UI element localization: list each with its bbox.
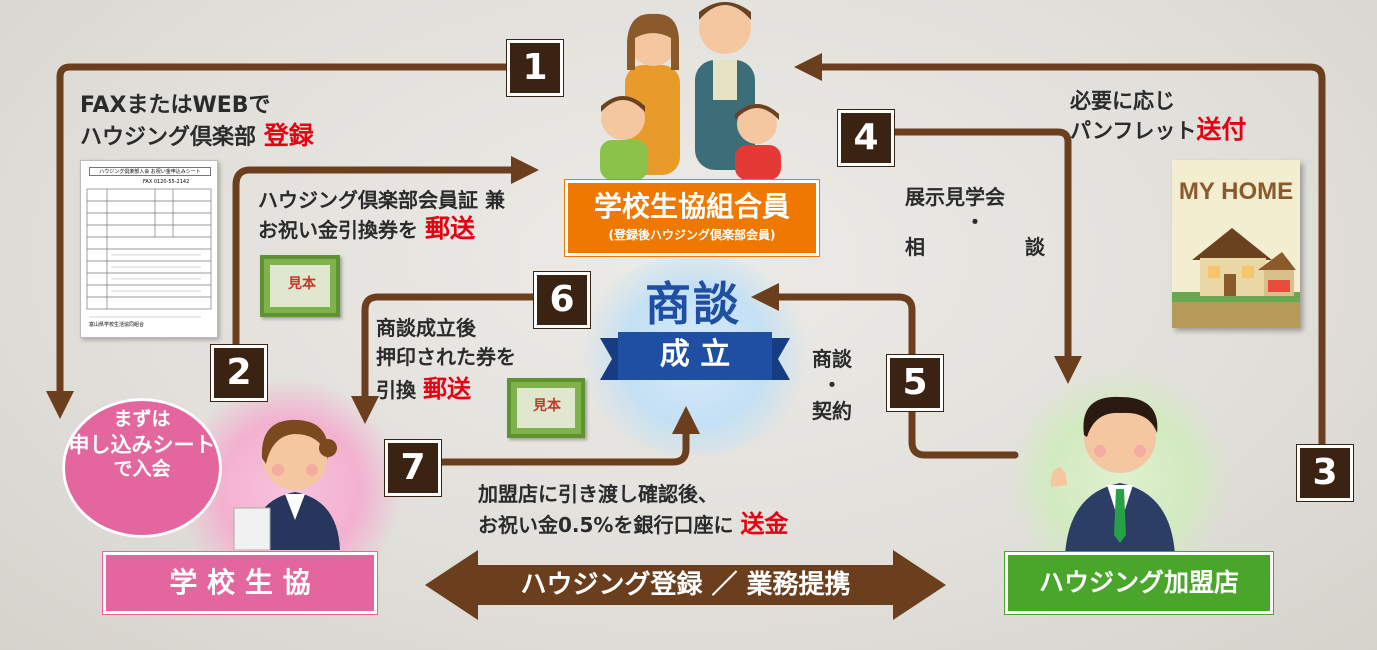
step-1-text: FAXまたはWEBで ハウジング倶楽部 登録 xyxy=(80,92,314,151)
certificate-stamp-2: 見本 xyxy=(533,398,561,414)
step-3-emph: 送付 xyxy=(1196,115,1247,145)
step-3-badge: 3 xyxy=(1297,445,1353,501)
coop-staff-illustration xyxy=(233,419,340,550)
arrow-step-2 xyxy=(232,156,539,349)
step-4-dot: ・ xyxy=(965,210,985,234)
form-header: ハウジング倶楽部入会 お祝い金申込みシート xyxy=(89,167,211,176)
deal-title: 商談 xyxy=(645,277,741,331)
deal-ribbon-label: 成 立 xyxy=(659,337,731,372)
member-title: 学校生協組合員 xyxy=(593,190,790,223)
arrow-step-1 xyxy=(46,63,509,419)
step-3-line2: パンフレット xyxy=(1070,119,1197,144)
deal-ribbon xyxy=(600,332,790,380)
step-5-text: 商談 ・ 契約 xyxy=(812,346,852,424)
arrow-step-4 xyxy=(886,128,1082,384)
step-5-dot: ・ xyxy=(822,373,842,397)
step-6-line1: 商談成立後 xyxy=(376,316,476,340)
step-5-line1: 商談 xyxy=(812,347,852,371)
step-1-badge: 1 xyxy=(507,40,563,96)
form-fax: FAX 0120-55-2142 xyxy=(143,179,190,185)
coop-title: 学 校 生 協 xyxy=(169,566,311,599)
step-2-text: ハウジング倶楽部会員証 兼 お祝い金引換券を 郵送 xyxy=(258,188,505,244)
step-1-line2: ハウジング倶楽部 xyxy=(80,124,257,150)
partner-staff-illustration xyxy=(1050,396,1175,555)
coop-box: 学 校 生 協 xyxy=(103,552,377,614)
step-3-line1: 必要に応じ xyxy=(1070,89,1175,113)
step-4-line2a: 相 xyxy=(905,235,925,259)
family-illustration xyxy=(600,2,781,180)
step-4-text: 展示見学会 ・ 相 談 xyxy=(905,185,1045,260)
brochure-house-illustration xyxy=(1172,228,1300,328)
step-6-line2: 押印された券を xyxy=(376,345,516,369)
step-6-emph: 郵送 xyxy=(422,375,471,403)
join-badge xyxy=(62,398,222,538)
stamped-certificate: 見本 xyxy=(507,378,585,438)
step-1-emph: 登録 xyxy=(263,120,314,150)
step-7-badge: 7 xyxy=(385,440,441,496)
badge-line3: で入会 xyxy=(113,458,171,480)
step-5-badge: 5 xyxy=(887,355,943,411)
form-grid xyxy=(86,188,212,318)
step-3-text: 必要に応じ パンフレット送付 xyxy=(1070,88,1246,146)
member-box: 学校生協組合員 (登録後ハウジング倶楽部会員) xyxy=(565,180,819,256)
badge-line2: 申し込みシート xyxy=(68,432,216,457)
arrow-step-7 xyxy=(436,406,700,466)
form-footer: 富山県学校生活協同組合 xyxy=(89,322,145,328)
step-1-line1: FAXまたはWEBで xyxy=(80,93,271,118)
bottom-arrow-label: ハウジング登録 ／ 業務提携 xyxy=(520,570,851,600)
step-7-emph: 送金 xyxy=(740,510,789,538)
member-subtitle: (登録後ハウジング倶楽部会員) xyxy=(608,228,776,242)
badge-line1: まずは xyxy=(113,408,171,430)
brochure: MY HOME xyxy=(1172,160,1300,328)
step-2-line1: ハウジング倶楽部会員証 兼 xyxy=(258,188,505,212)
application-form-doc: ハウジング倶楽部入会 お祝い金申込みシート FAX 0120-55-2142 富… xyxy=(80,160,218,338)
step-6-badge: 6 xyxy=(534,272,590,328)
membership-certificate: 見本 xyxy=(260,255,340,317)
step-2-badge: 2 xyxy=(211,345,267,401)
step-5-line2: 契約 xyxy=(812,399,852,423)
step-6-text: 商談成立後 押印された券を 引換 郵送 xyxy=(376,314,516,407)
certificate-stamp: 見本 xyxy=(288,276,316,292)
arrow-step-6 xyxy=(351,293,549,424)
step-4-line2b: 談 xyxy=(1025,235,1045,259)
partner-box: ハウジング加盟店 xyxy=(1005,552,1273,614)
step-7-text: 加盟店に引き渡し確認後、 お祝い金0.5%を銀行口座に 送金 xyxy=(478,480,788,542)
step-7-line1: 加盟店に引き渡し確認後、 xyxy=(478,482,718,506)
step-2-line2: お祝い金引換券を xyxy=(258,218,418,242)
arrow-step-3 xyxy=(794,53,1326,449)
step-7-line2: お祝い金0.5%を銀行口座に xyxy=(478,513,734,537)
step-2-emph: 郵送 xyxy=(424,214,475,243)
step-4-line1: 展示見学会 xyxy=(905,185,1005,209)
join-badge-text: まずは 申し込みシート で入会 xyxy=(62,408,222,482)
brochure-title: MY HOME xyxy=(1178,178,1294,205)
step-4-badge: 4 xyxy=(838,110,894,166)
partner-title: ハウジング加盟店 xyxy=(1038,568,1239,597)
bottom-double-arrow xyxy=(425,550,946,620)
step-6-line3: 引換 xyxy=(376,378,416,402)
